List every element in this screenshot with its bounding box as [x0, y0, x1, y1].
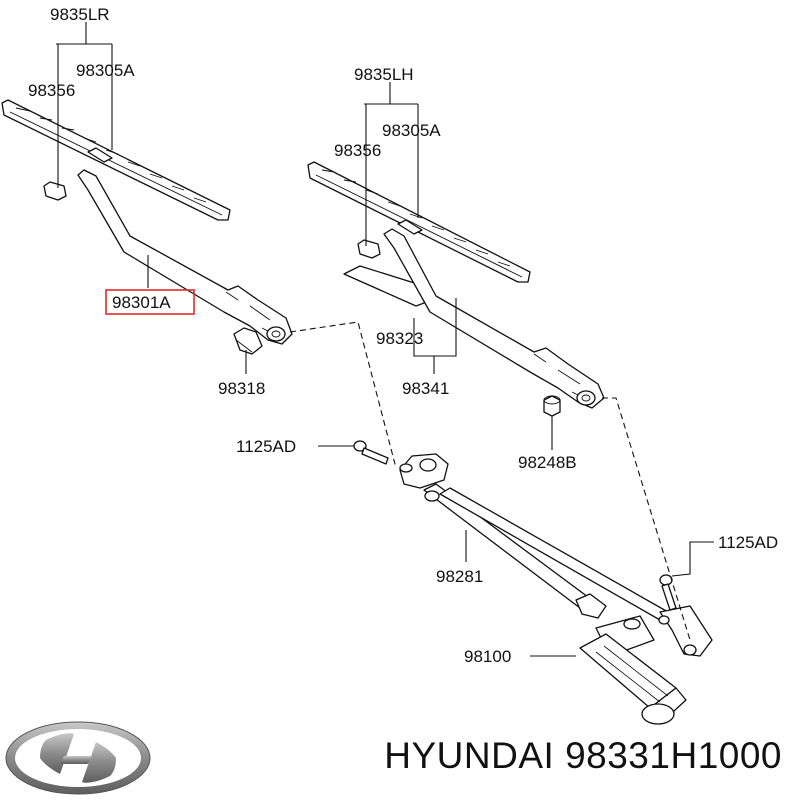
label-blade-refill-lh: 98305A: [382, 121, 441, 140]
label-cap-lr: 98318: [218, 379, 265, 398]
assembly-line-left: [289, 321, 397, 469]
leader-lines: [56, 22, 714, 657]
label-clip-lr: 98356: [28, 81, 75, 100]
clip-right-part: [357, 239, 381, 259]
clip-left-part: [43, 181, 67, 201]
bolt-right-part: [659, 574, 677, 611]
label-bolt-left: 1125AD: [236, 437, 296, 456]
label-clip-lh: 98356: [334, 141, 381, 160]
label-blade-set-lr: 9835LR: [50, 5, 110, 24]
assembly-line-right: [602, 397, 691, 641]
label-bolt-right: 1125AD: [718, 533, 778, 552]
wiper-blade-left: [1, 99, 231, 221]
label-linkage: 98281: [436, 567, 483, 586]
wiper-arm-left: [77, 169, 293, 345]
part-number-caption: HYUNDAI 98331H1000: [384, 735, 782, 776]
nut-right-part: [543, 395, 561, 417]
label-blade-refill-lr: 98305A: [76, 61, 135, 80]
wiper-blade-right: [307, 161, 531, 283]
hyundai-logo: [5, 721, 151, 795]
label-arm-lr: 98301A: [112, 293, 171, 312]
bolt-left-part: [353, 440, 389, 465]
label-motor: 98100: [464, 647, 511, 666]
label-cover-lh: 98323: [376, 329, 423, 348]
highlight-box: [105, 289, 195, 315]
label-nut-lh: 98248B: [518, 453, 577, 472]
label-blade-set-lh: 9835LH: [354, 65, 414, 84]
cap-left-part: [233, 327, 263, 355]
wiper-arm-right: [383, 228, 605, 409]
wiper-motor-part: [579, 615, 687, 725]
linkage-part: [399, 453, 713, 657]
label-arm-lh: 98341: [402, 379, 449, 398]
